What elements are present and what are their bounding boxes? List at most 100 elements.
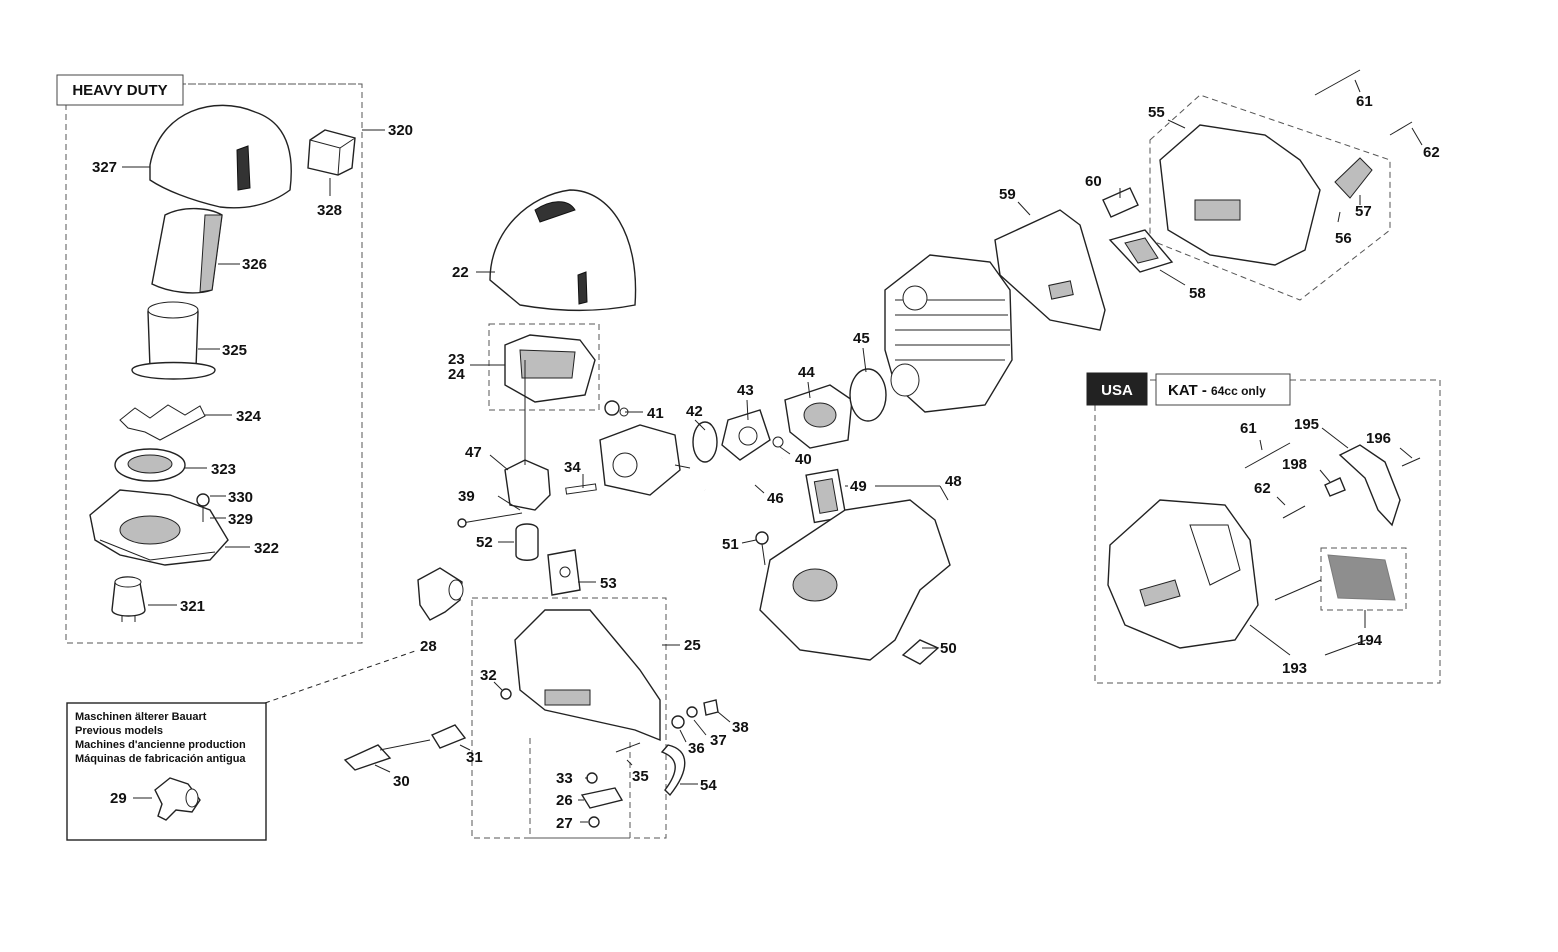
cover-48 xyxy=(759,499,951,661)
svg-text:Previous models: Previous models xyxy=(75,725,163,737)
callout-38: 38 xyxy=(732,719,749,736)
pad-50 xyxy=(901,639,940,665)
callout-322: 322 xyxy=(254,540,279,557)
catalyst-screen-194 xyxy=(1327,554,1396,601)
heavy-duty-tag: HEAVY DUTY xyxy=(56,74,184,106)
wire-clip-324 xyxy=(119,404,206,441)
heavy-duty-cover-327 xyxy=(149,104,292,209)
elbow-28 xyxy=(417,567,463,621)
callout-33: 33 xyxy=(556,770,573,787)
buffer-52 xyxy=(515,523,539,561)
nut-41 xyxy=(604,400,620,416)
callout-330: 330 xyxy=(228,489,253,506)
washer-36 xyxy=(671,715,685,729)
callout-328: 328 xyxy=(317,202,342,219)
callout-39: 39 xyxy=(458,488,475,505)
heat-shield-59 xyxy=(994,209,1106,331)
callout-25: 25 xyxy=(684,637,701,654)
callout-50: 50 xyxy=(940,640,957,657)
svg-text:Machines d'ancienne production: Machines d'ancienne production xyxy=(75,739,246,751)
bracket-195 xyxy=(1338,444,1401,527)
air-filter-cover-22 xyxy=(489,189,637,311)
kat-main-text: KAT - xyxy=(1168,382,1211,399)
nut-38 xyxy=(703,699,719,716)
hose-46 xyxy=(704,457,783,492)
sleeve-60 xyxy=(1102,187,1139,218)
callout-321: 321 xyxy=(180,598,205,615)
callout-43: 43 xyxy=(737,382,754,399)
screen-56 xyxy=(1334,157,1373,199)
bolt-61-kat xyxy=(1244,442,1291,469)
callout-24: 24 xyxy=(448,366,465,383)
svg-text:USA: USA xyxy=(1101,382,1133,399)
callout-49: 49 xyxy=(850,478,867,495)
kat-small-text: 64cc only xyxy=(1211,384,1266,398)
callout-44: 44 xyxy=(798,364,815,381)
callout-40: 40 xyxy=(795,451,812,468)
callout-193: 193 xyxy=(1282,660,1307,677)
callout-46: 46 xyxy=(767,490,784,507)
callout-58: 58 xyxy=(1189,285,1206,302)
air-filter-seal-group-frame xyxy=(488,323,600,411)
callout-31: 31 xyxy=(466,749,483,766)
kat-tag: KAT - 64cc only xyxy=(1155,373,1291,406)
callout-62-kat: 62 xyxy=(1254,480,1271,497)
screw-51 xyxy=(755,531,769,545)
callout-34: 34 xyxy=(564,459,581,476)
washer-40 xyxy=(772,436,784,448)
svg-text:Maschinen älterer Bauart: Maschinen älterer Bauart xyxy=(75,711,207,723)
callout-22: 22 xyxy=(452,264,469,281)
callout-35: 35 xyxy=(632,768,649,785)
callout-320: 320 xyxy=(388,122,413,139)
callout-196: 196 xyxy=(1366,430,1391,447)
svg-text:29: 29 xyxy=(110,790,127,807)
callout-54: 54 xyxy=(700,777,717,794)
callout-61: 61 xyxy=(1356,93,1373,110)
callout-48: 48 xyxy=(945,473,962,490)
callout-26: 26 xyxy=(556,792,573,809)
callout-59: 59 xyxy=(999,186,1016,203)
bolt-61 xyxy=(1314,69,1361,96)
callout-329: 329 xyxy=(228,511,253,528)
svg-text:KAT - 64cc only: KAT - 64cc only xyxy=(1168,382,1266,399)
connector-321 xyxy=(111,576,146,622)
leader-lines xyxy=(122,79,1423,823)
pin-34 xyxy=(565,483,597,495)
ring-45 xyxy=(849,368,887,422)
callout-37: 37 xyxy=(710,732,727,749)
callout-55: 55 xyxy=(1148,104,1165,121)
callout-198: 198 xyxy=(1282,456,1307,473)
callout-labels: 320 327 328 326 325 324 323 330 329 322 … xyxy=(92,93,1440,832)
callout-194: 194 xyxy=(1357,632,1383,649)
filter-element-325 xyxy=(131,301,216,380)
callout-195: 195 xyxy=(1294,416,1319,433)
callout-325: 325 xyxy=(222,342,247,359)
callout-41: 41 xyxy=(647,405,664,422)
cylinder xyxy=(884,254,1013,413)
previous-models-note: Maschinen älterer Bauart Previous models… xyxy=(66,702,267,841)
plate-26 xyxy=(580,787,624,809)
callout-27: 27 xyxy=(556,815,573,832)
carburetor xyxy=(599,424,691,496)
callout-53: 53 xyxy=(600,575,617,592)
callout-32: 32 xyxy=(480,667,497,684)
kat-muffler-193 xyxy=(1107,499,1259,649)
clamp-42 xyxy=(692,421,718,463)
callout-323: 323 xyxy=(211,461,236,478)
housing-lower-group-frame xyxy=(529,738,631,839)
callout-30: 30 xyxy=(393,773,410,790)
seal-ring-323 xyxy=(114,448,186,482)
callout-62: 62 xyxy=(1423,144,1440,161)
callout-23: 23 xyxy=(448,351,465,368)
bolt-62 xyxy=(1389,121,1413,136)
screw-27 xyxy=(588,816,600,828)
catalyst-screen-group-frame xyxy=(1320,547,1407,611)
callout-327: 327 xyxy=(92,159,117,176)
elbow-47 xyxy=(504,459,551,511)
callout-28: 28 xyxy=(420,638,437,655)
note-leader xyxy=(264,649,419,704)
nut-32 xyxy=(500,688,512,700)
svg-text:HEAVY DUTY: HEAVY DUTY xyxy=(72,82,167,99)
lever-31 xyxy=(430,724,467,749)
